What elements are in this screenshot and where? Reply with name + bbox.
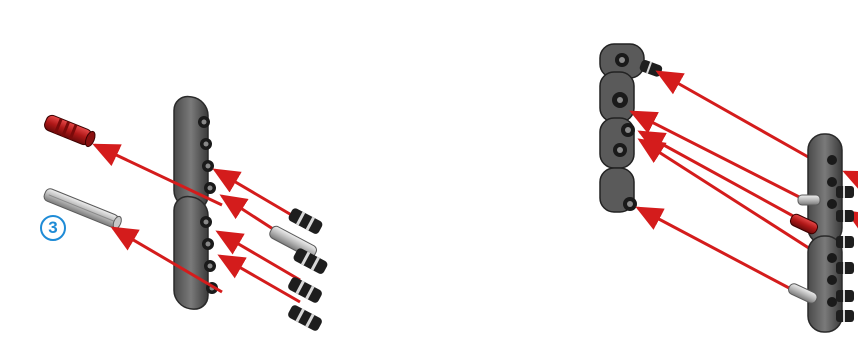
step-number-badge: 3 xyxy=(40,215,66,241)
connector-pin-icon xyxy=(268,207,329,332)
angled-liftarm-icon xyxy=(600,44,663,212)
step-number-label: 3 xyxy=(48,218,57,238)
red-pin-icon xyxy=(43,114,97,148)
liftarm-beam-icon xyxy=(174,94,218,311)
